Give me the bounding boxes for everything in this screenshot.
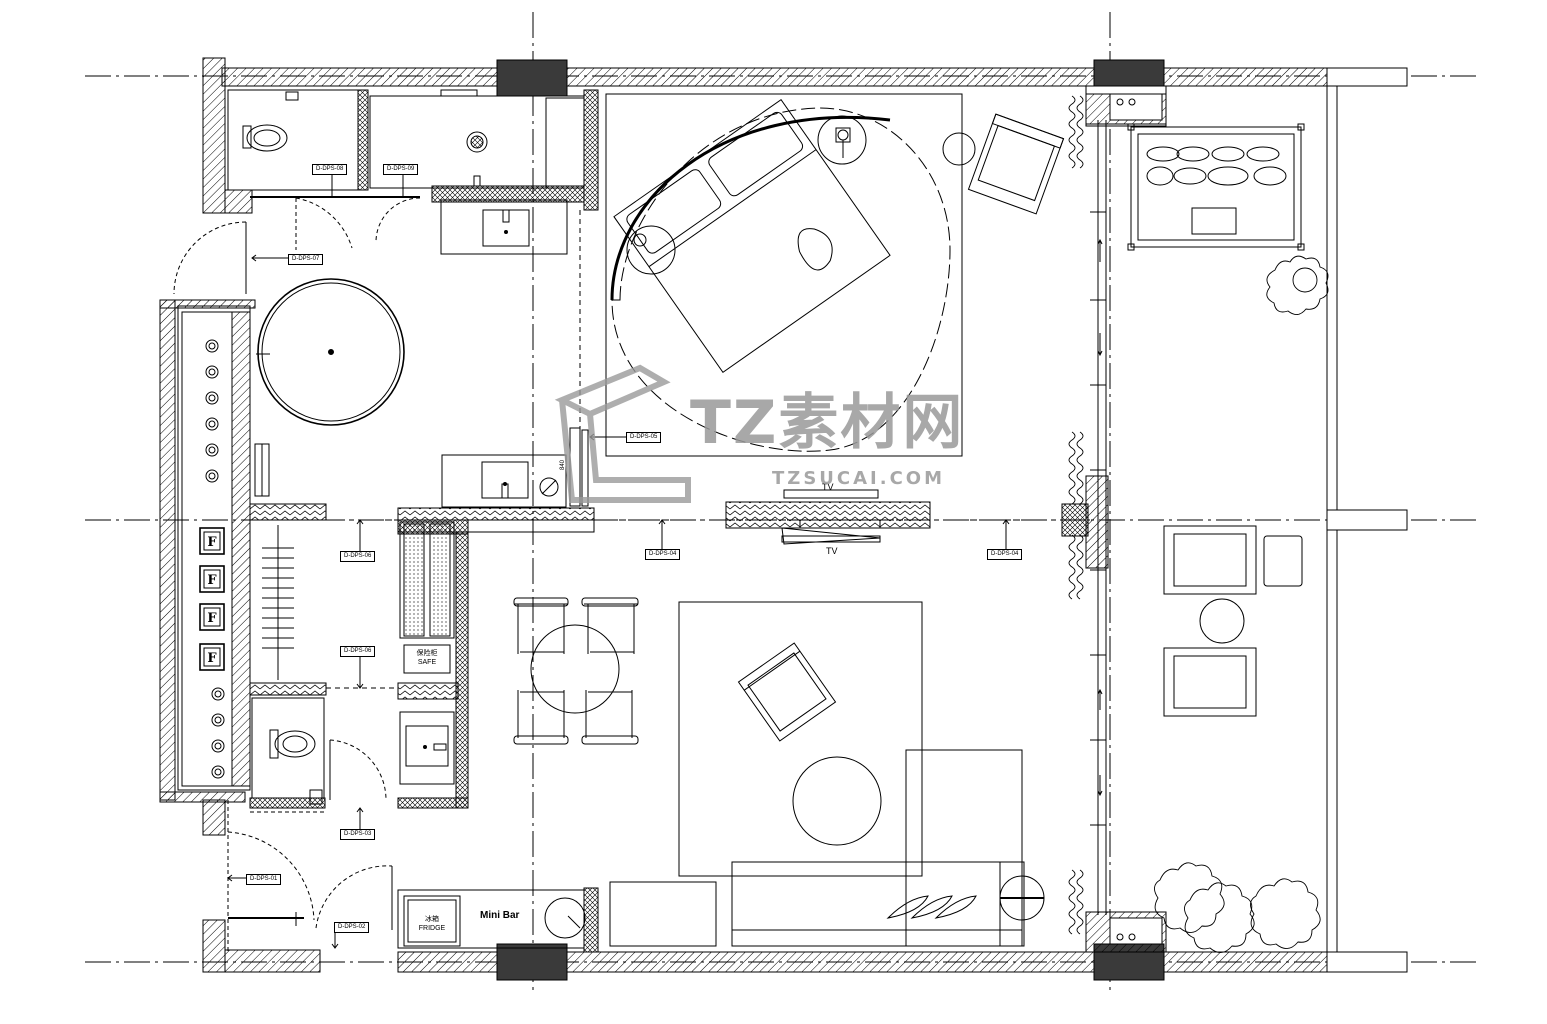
plants	[1154, 255, 1329, 953]
wardrobe-cabinet	[399, 521, 455, 674]
balcony-daybed	[1127, 123, 1305, 251]
section-tag-dps09: D-DPS-09	[383, 164, 419, 175]
tv-label-lower: TV	[826, 546, 838, 556]
section-tag-dps07: D-DPS-07	[288, 254, 324, 265]
watermark-url: TZSUCAI.COM	[772, 468, 946, 489]
balcony-seating	[1163, 525, 1303, 717]
bathroom-upper	[227, 89, 585, 250]
section-tag-dps08: D-DPS-08	[312, 164, 348, 175]
vanity-upper	[431, 175, 585, 255]
section-tag-dps04a: D-DPS-04	[645, 549, 681, 560]
locker-mark-2: F	[207, 573, 217, 588]
doors	[173, 221, 393, 952]
section-tag-dps03: D-DPS-03	[340, 829, 376, 840]
minibar	[397, 889, 586, 949]
section-lines	[250, 210, 1090, 689]
locker-mark-3: F	[207, 611, 217, 626]
section-tag-dps04b: D-DPS-04	[987, 549, 1023, 560]
locker-mark-1: F	[207, 535, 217, 550]
round-bathtub	[254, 278, 405, 497]
watermark-brand: TZ素材网	[690, 388, 965, 458]
balcony-frame	[1085, 85, 1408, 953]
living-area	[609, 601, 1045, 947]
grid-lines	[85, 12, 1480, 990]
dining-set	[513, 597, 639, 745]
vanity-middle	[441, 427, 589, 508]
interior-walls	[249, 89, 931, 953]
section-tag-dps02: D-DPS-02	[334, 922, 370, 933]
locker-marks: F F F F	[207, 535, 217, 666]
safe-label-en: SAFE	[417, 659, 437, 666]
tv-label-upper: TV	[822, 482, 834, 492]
safe-label-cn: 保险柜	[416, 649, 438, 657]
curtains	[1068, 95, 1084, 935]
wardrobe-hangers	[249, 520, 294, 690]
section-tag-dps06a: D-DPS-06	[340, 551, 376, 562]
watermark-logo-icon	[554, 364, 691, 503]
locker-mark-4: F	[207, 651, 217, 666]
bathroom-lower	[251, 697, 455, 805]
tag-leaders	[227, 170, 1010, 949]
section-tag-dps06b: D-DPS-06	[340, 646, 376, 657]
minibar-label: Mini Bar	[480, 910, 520, 921]
bedroom	[605, 93, 1065, 457]
entry-locker-cabinet	[177, 305, 251, 791]
section-tag-dps05: D-DPS-05	[626, 432, 662, 443]
section-tag-dps01: D-DPS-01	[246, 874, 282, 885]
dimension-label: 840	[560, 459, 567, 471]
fridge-label-en: FRIDGE	[418, 925, 446, 932]
fridge-label-cn: 冰箱	[425, 915, 439, 923]
curtain-column	[1061, 475, 1109, 569]
